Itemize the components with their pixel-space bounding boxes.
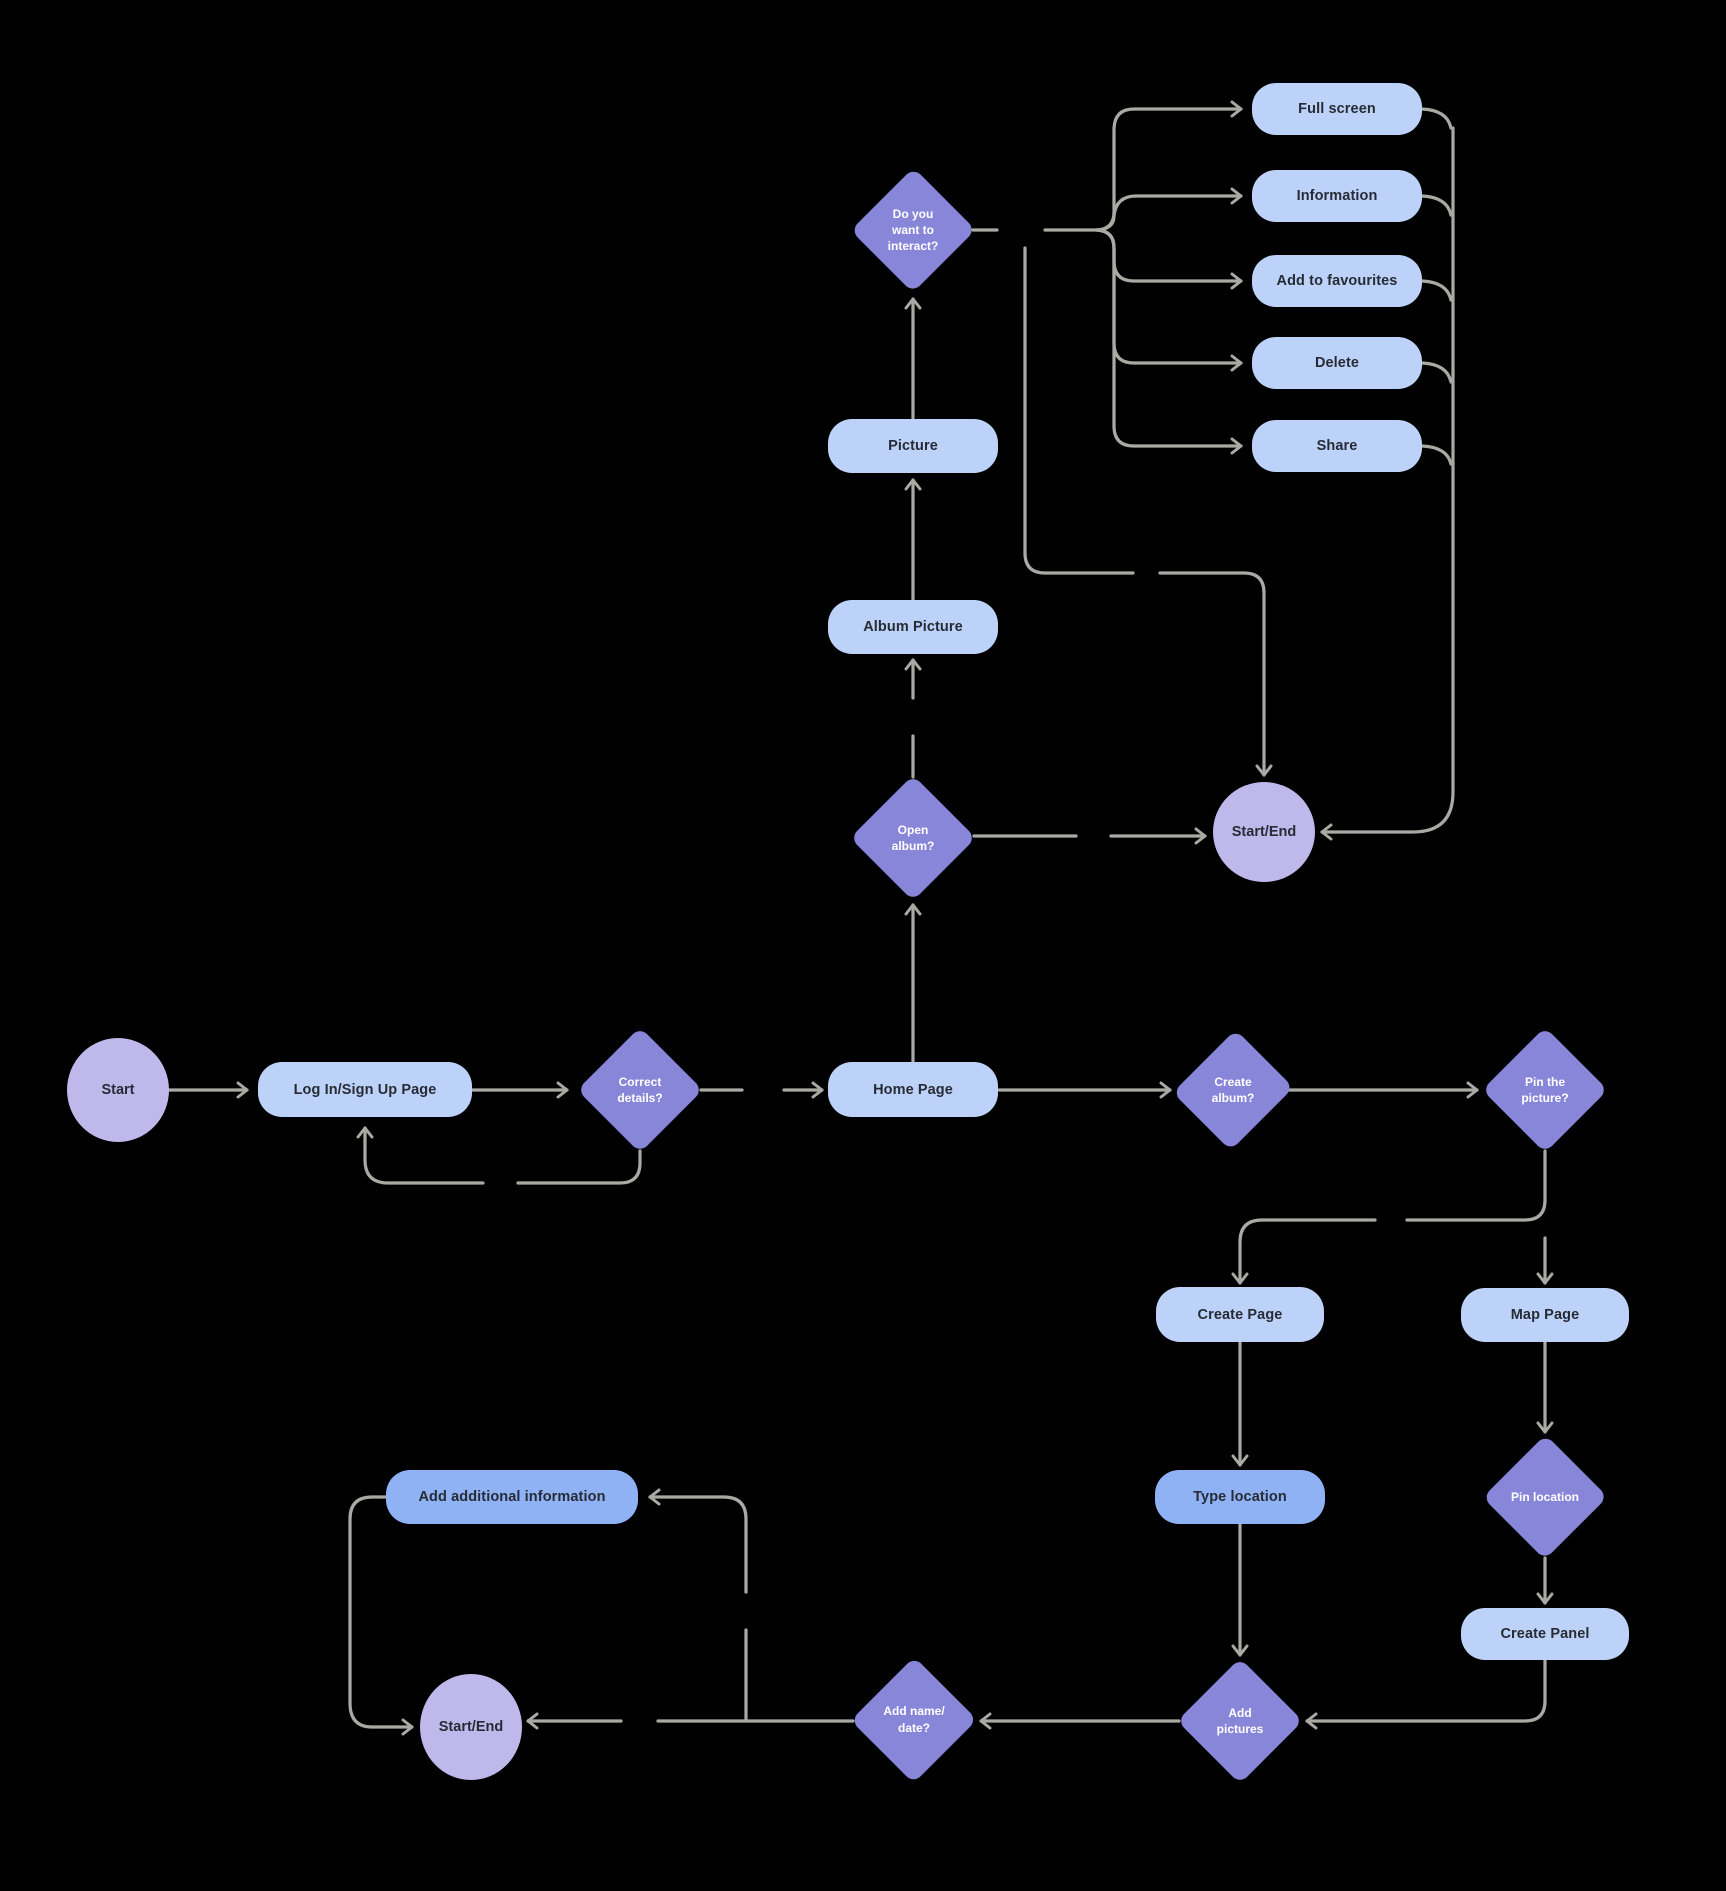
connector-merge-startend [1320,126,1455,841]
node-share[interactable]: Share [1252,420,1422,472]
node-create-panel[interactable]: Create Panel [1461,1608,1629,1660]
connector-fan-share [1095,228,1243,455]
node-correct-details-label: Correct details? [617,1074,663,1105]
node-picture[interactable]: Picture [828,419,998,473]
connector-createpanel-addpictures [1305,1658,1547,1730]
node-share-label: Share [1316,438,1358,454]
connector-information-merge [1420,194,1453,217]
node-create-album-label: Create album? [1211,1074,1255,1105]
node-do-you-want-to-interact-label: Do you want to interact? [887,206,939,254]
node-album-picture[interactable]: Album Picture [828,600,998,654]
node-login-signup-page[interactable]: Log In/Sign Up Page [258,1062,472,1117]
connector-split-createpage [1231,1218,1377,1285]
connector-addinfo-startend [348,1495,414,1736]
node-pin-location-label: Pin location [1510,1489,1579,1504]
node-start-end-bottom-label: Start/End [438,1719,504,1735]
connector-fullscreen-merge [1420,107,1453,130]
node-create-page-label: Create Page [1197,1306,1283,1323]
node-map-page[interactable]: Map Page [1461,1288,1629,1342]
node-do-you-want-to-interact[interactable]: Do you want to interact? [850,167,976,293]
node-start-end-top-label: Start/End [1231,824,1297,840]
connector-pinpicture-split [1405,1149,1547,1222]
node-add-name-date-label: Add name/ date? [883,1704,945,1735]
node-add-additional-information-label: Add additional information [418,1489,606,1505]
node-home-page-label: Home Page [873,1081,953,1098]
node-add-to-favourites[interactable]: Add to favourites [1252,255,1422,307]
connector-interact-startend-a [1023,246,1135,575]
connector-share-merge [1420,444,1453,466]
node-full-screen[interactable]: Full screen [1252,83,1422,135]
connector-delete-merge [1420,361,1453,384]
node-add-pictures[interactable]: Add pictures [1177,1658,1303,1784]
node-delete-label: Delete [1314,355,1360,371]
node-add-additional-information[interactable]: Add additional information [386,1470,638,1524]
connector-interact-startend-b [1158,571,1273,777]
node-type-location-label: Type location [1193,1489,1287,1505]
connector-favourites-merge [1420,279,1453,302]
node-type-location[interactable]: Type location [1155,1470,1325,1524]
node-pin-the-picture[interactable]: Pin the picture? [1482,1027,1608,1153]
connector-correct-loop-a [516,1149,642,1185]
node-start-label: Start [101,1082,135,1098]
node-start[interactable]: Start [67,1038,169,1142]
node-create-album[interactable]: Create album? [1172,1029,1294,1151]
node-pin-location[interactable]: Pin location [1482,1434,1608,1560]
connector-fan-delete [1095,228,1243,372]
connector-fan-favourites [1095,228,1243,290]
node-album-picture-label: Album Picture [863,619,963,635]
connector-fan-information [1095,187,1243,232]
node-information[interactable]: Information [1252,170,1422,222]
node-add-to-favourites-label: Add to favourites [1276,273,1398,289]
node-full-screen-label: Full screen [1298,101,1376,117]
node-information-label: Information [1296,188,1378,204]
node-map-page-label: Map Page [1510,1307,1580,1323]
connector-branch-addinfo-b [648,1488,748,1594]
node-start-end-bottom[interactable]: Start/End [420,1674,522,1780]
connector-correct-loop-b [356,1126,485,1185]
node-start-end-top[interactable]: Start/End [1213,782,1315,882]
node-create-panel-label: Create Panel [1500,1626,1590,1642]
node-pin-the-picture-label: Pin the picture? [1521,1074,1569,1105]
node-login-signup-page-label: Log In/Sign Up Page [293,1081,437,1098]
node-home-page[interactable]: Home Page [828,1062,998,1117]
node-add-name-date[interactable]: Add name/ date? [850,1656,978,1783]
node-open-album[interactable]: Open album? [850,775,976,901]
node-create-page[interactable]: Create Page [1156,1287,1324,1342]
node-correct-details[interactable]: Correct details? [577,1027,703,1153]
node-open-album-label: Open album? [891,822,935,853]
node-delete[interactable]: Delete [1252,337,1422,389]
connector-fan-fullscreen [1095,100,1243,232]
node-add-pictures-label: Add pictures [1216,1705,1264,1736]
node-picture-label: Picture [888,438,938,454]
